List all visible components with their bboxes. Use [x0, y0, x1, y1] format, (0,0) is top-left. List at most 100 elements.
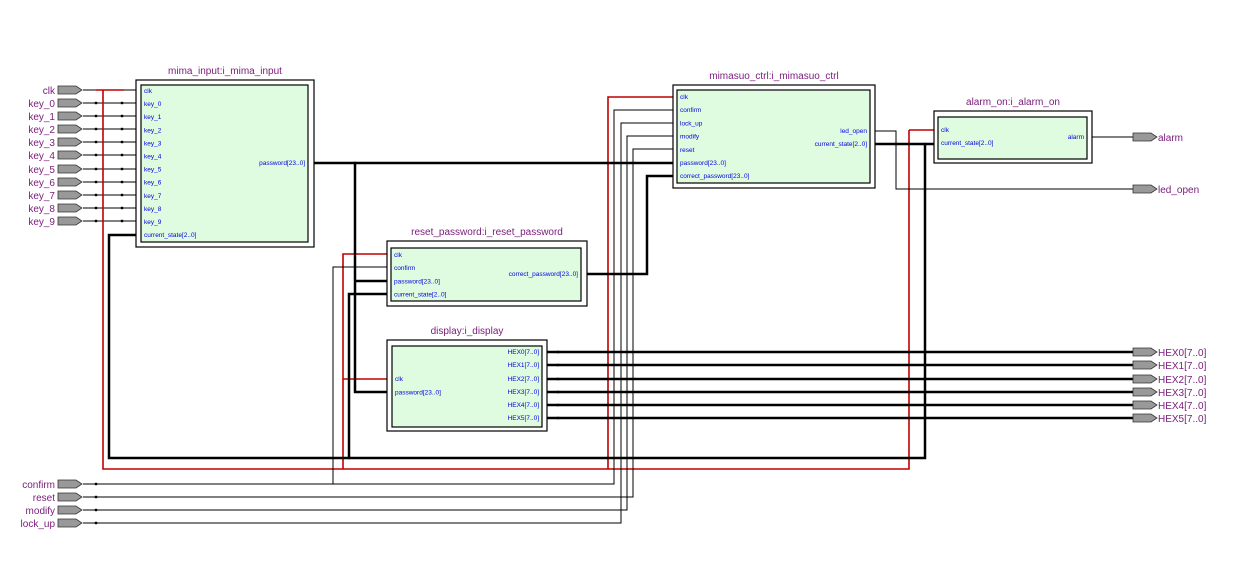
clk-net-ctrl	[607, 96, 677, 469]
input-pin-key-9[interactable]: key_9	[28, 216, 83, 228]
wire-confirm-reset	[332, 266, 391, 484]
pin-arrow-icon	[1132, 360, 1158, 370]
in-port-label: correct_password[23..0]	[680, 173, 750, 180]
junction-dot	[94, 127, 98, 131]
output-pin-alarm[interactable]: alarm	[1132, 132, 1183, 144]
bus-correct-password	[581, 174, 677, 276]
pin-label: confirm	[22, 480, 55, 491]
in-port-label: password[23..0]	[394, 278, 440, 285]
in-port-label: key_9	[144, 219, 162, 226]
block-reset-password[interactable]: reset_password:i_reset_passwordclkconfir…	[386, 227, 588, 307]
in-port-label: clk	[394, 252, 403, 259]
input-pin-key-5[interactable]: key_5	[28, 164, 83, 176]
pin-arrow-icon	[57, 164, 83, 174]
junction-dot	[120, 101, 124, 105]
block-body	[390, 247, 582, 302]
in-port-label: clk	[144, 88, 153, 95]
pin-arrow-icon	[1132, 400, 1158, 410]
in-port-label: password[23..0]	[680, 160, 726, 167]
pin-arrow-icon	[57, 518, 83, 528]
output-pin-hex4-7--0-[interactable]: HEX4[7..0]	[1132, 400, 1207, 412]
in-port-label: key_5	[144, 167, 162, 174]
output-pin-hex5-7--0-[interactable]: HEX5[7..0]	[1132, 413, 1207, 425]
out-port-label: current_state[2..0]	[815, 141, 868, 148]
pin-arrow-icon	[1132, 374, 1158, 384]
block-title: reset_password:i_reset_password	[411, 227, 563, 238]
pin-label: key_4	[28, 151, 55, 162]
input-pin-key-1[interactable]: key_1	[28, 111, 83, 123]
out-port-label: HEX5[7..0]	[508, 415, 540, 422]
in-port-label: key_0	[144, 101, 162, 108]
block-mima-input[interactable]: mima_input:i_mima_inputclkkey_0key_1key_…	[135, 66, 315, 248]
junction-dot	[120, 206, 124, 210]
output-pin-hex2-7--0-[interactable]: HEX2[7..0]	[1132, 374, 1207, 386]
input-pin-key-2[interactable]: key_2	[28, 124, 83, 136]
junction-dot	[94, 193, 98, 197]
junction-dot	[120, 219, 124, 223]
pin-label: key_2	[28, 125, 55, 136]
in-port-label: confirm	[680, 107, 701, 114]
pin-label: lock_up	[21, 519, 56, 530]
block-body	[391, 345, 543, 428]
in-port-label: clk	[941, 127, 950, 134]
output-pin-hex3-7--0-[interactable]: HEX3[7..0]	[1132, 387, 1207, 399]
pin-label: HEX2[7..0]	[1158, 375, 1207, 386]
in-port-label: clk	[395, 376, 404, 383]
out-port-label: HEX0[7..0]	[508, 349, 540, 356]
in-port-label: password[23..0]	[395, 389, 441, 396]
input-pin-confirm[interactable]: confirm	[22, 479, 83, 491]
pin-label: alarm	[1158, 133, 1183, 144]
junction-dot	[120, 193, 124, 197]
input-pin-key-6[interactable]: key_6	[28, 177, 83, 189]
pin-label: key_6	[28, 178, 55, 189]
pin-arrow-icon	[1132, 387, 1158, 397]
junction-dot	[94, 206, 98, 210]
out-port-label: HEX2[7..0]	[508, 376, 540, 383]
input-pin-key-4[interactable]: key_4	[28, 150, 83, 162]
block-mimasuo-ctrl[interactable]: mimasuo_ctrl:i_mimasuo_ctrlclkconfirmloc…	[672, 71, 876, 189]
input-pin-key-0[interactable]: key_0	[28, 98, 83, 110]
out-port-label: led_open	[840, 128, 867, 135]
in-port-label: current_state[2..0]	[144, 232, 197, 239]
pin-label: key_8	[28, 204, 55, 215]
clk-net-trunk	[102, 90, 910, 470]
junction-dot	[94, 153, 98, 157]
in-port-label: key_7	[144, 193, 162, 200]
input-pin-modify[interactable]: modify	[26, 505, 83, 517]
out-port-label: HEX4[7..0]	[508, 402, 540, 409]
pin-arrow-icon	[57, 203, 83, 213]
bus-password-down	[353, 163, 392, 394]
output-pin-led-open[interactable]: led_open	[1132, 184, 1199, 196]
pin-label: HEX0[7..0]	[1158, 348, 1207, 359]
junction-dot	[94, 219, 98, 223]
pin-arrow-icon	[57, 216, 83, 226]
pin-label: HEX5[7..0]	[1158, 414, 1207, 425]
pin-arrow-icon	[57, 492, 83, 502]
block-title: display:i_display	[431, 326, 504, 337]
pins: clkkey_0key_1key_2key_3key_4key_5key_6ke…	[21, 85, 1207, 530]
clk-net-reset	[342, 253, 391, 469]
input-pin-key-3[interactable]: key_3	[28, 137, 83, 149]
input-pin-key-8[interactable]: key_8	[28, 203, 83, 215]
block-body	[937, 116, 1088, 160]
pin-arrow-icon	[57, 98, 83, 108]
input-pin-lock-up[interactable]: lock_up	[21, 518, 83, 530]
junction-dot	[556, 350, 560, 354]
in-port-label: key_1	[144, 114, 162, 121]
pin-arrow-icon	[1132, 413, 1158, 423]
input-pin-key-7[interactable]: key_7	[28, 190, 83, 202]
wires	[83, 89, 1135, 525]
pin-label: key_0	[28, 99, 55, 110]
pin-arrow-icon	[57, 111, 83, 121]
junction-dot	[94, 482, 98, 486]
input-pin-reset[interactable]: reset	[33, 492, 83, 504]
output-pin-hex0-7--0-[interactable]: HEX0[7..0]	[1132, 347, 1207, 359]
block-alarm-on[interactable]: alarm_on:i_alarm_onclkcurrent_state[2..0…	[933, 97, 1093, 164]
junction-dot	[94, 101, 98, 105]
pin-arrow-icon	[57, 479, 83, 489]
pin-label: key_7	[28, 191, 55, 202]
junction-dot	[94, 140, 98, 144]
output-pin-hex1-7--0-[interactable]: HEX1[7..0]	[1132, 360, 1207, 372]
input-pin-clk[interactable]: clk	[43, 85, 83, 97]
